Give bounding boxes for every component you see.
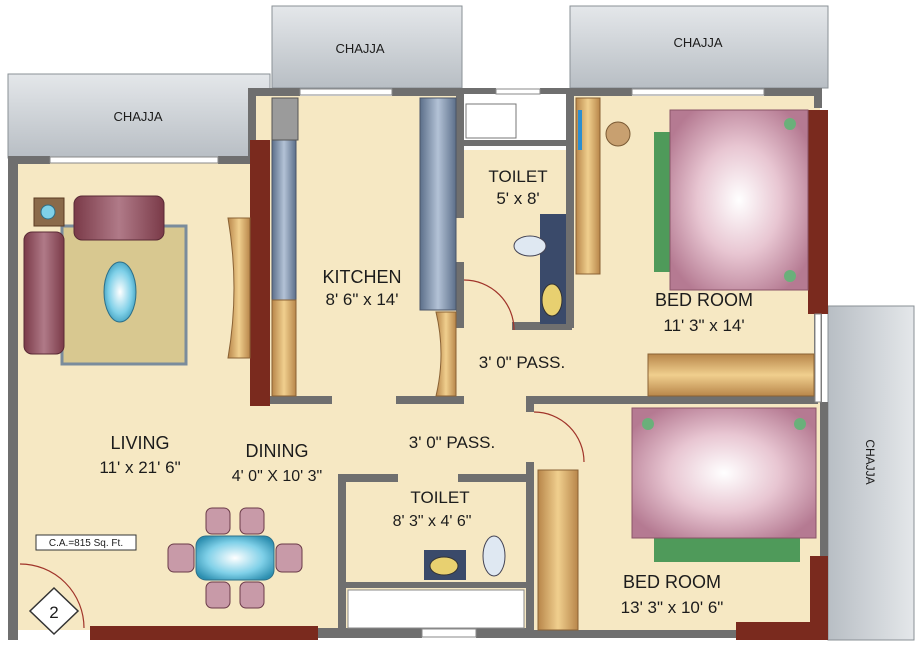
kitchen-corner-unit xyxy=(271,97,299,141)
chajja-kitchen xyxy=(271,5,463,89)
door-swings xyxy=(19,279,585,629)
toilet1-name: TOILET xyxy=(488,167,547,186)
dining-set xyxy=(167,507,303,609)
chajja-kitchen-label: CHAJJA xyxy=(335,41,384,56)
kitchen-cabinet-left xyxy=(271,299,297,397)
kitchen-counter-right xyxy=(419,97,457,311)
bedroom1-name: BED ROOM xyxy=(655,290,753,310)
toilet1-fixtures xyxy=(465,103,566,324)
mirror-bedroom1 xyxy=(578,110,582,150)
living-size: 11' x 21' 6" xyxy=(99,458,180,477)
kitchen-cabinet-right xyxy=(435,311,457,397)
wardrobe-bedroom2 xyxy=(537,469,579,631)
brick-walls xyxy=(90,110,828,640)
dining-name: DINING xyxy=(246,441,309,461)
wc-icon xyxy=(541,283,563,317)
carpet-area-box xyxy=(35,534,137,551)
entry-marker xyxy=(28,586,80,636)
kitchen-name: KITCHEN xyxy=(322,267,401,287)
carpet-area-label: C.A.=815 Sq. Ft. xyxy=(49,538,123,549)
kitchen-size: 8' 6" x 14' xyxy=(325,290,398,309)
wc-icon xyxy=(482,535,506,577)
toilet2-size: 8' 3" x 4' 6" xyxy=(393,513,472,530)
bedroom1-size: 11' 3" x 14' xyxy=(663,316,744,335)
washbasin-icon xyxy=(429,556,459,576)
sofa-long xyxy=(23,231,65,355)
dining-table xyxy=(195,535,275,581)
chajja-right-label: CHAJJA xyxy=(863,439,877,484)
bed-bedroom2 xyxy=(631,407,817,539)
toilet2-name: TOILET xyxy=(410,488,469,507)
passage-lower: 3' 0" PASS. xyxy=(409,433,495,452)
toilet2-fixtures xyxy=(347,535,525,629)
sofa-short xyxy=(73,195,165,241)
bedroom2-name: BED ROOM xyxy=(623,572,721,592)
stool-bedroom1 xyxy=(605,121,631,147)
bedside-lamp-icon xyxy=(642,418,654,430)
windows xyxy=(49,88,822,638)
toilet1-size: 5' x 8' xyxy=(496,189,539,208)
bedside-lamp-icon xyxy=(784,118,796,130)
chajja-bedroom xyxy=(569,5,829,89)
bedside-lamp-icon xyxy=(794,418,806,430)
bedside-lamp-icon xyxy=(784,270,796,282)
passage-upper: 3' 0" PASS. xyxy=(479,353,565,372)
kitchen-counter-left xyxy=(271,139,297,301)
entry-number: 2 xyxy=(49,603,58,622)
dining-size: 4' 0" X 10' 3" xyxy=(232,468,322,485)
chajja-left xyxy=(7,73,271,159)
chajja-right xyxy=(827,305,915,641)
living-name: LIVING xyxy=(110,433,169,453)
bedroom2-size: 13' 3" x 10' 6" xyxy=(621,598,724,617)
bed-bedroom1 xyxy=(669,109,809,291)
coffee-table xyxy=(103,261,137,323)
chajja-bedroom-label: CHAJJA xyxy=(673,35,722,50)
living-tv-unit xyxy=(227,217,251,359)
washbasin-icon xyxy=(513,235,547,257)
lamp-icon xyxy=(40,204,56,220)
wardrobe-bedroom1-bottom xyxy=(647,353,815,397)
chajja-left-label: CHAJJA xyxy=(113,109,162,124)
